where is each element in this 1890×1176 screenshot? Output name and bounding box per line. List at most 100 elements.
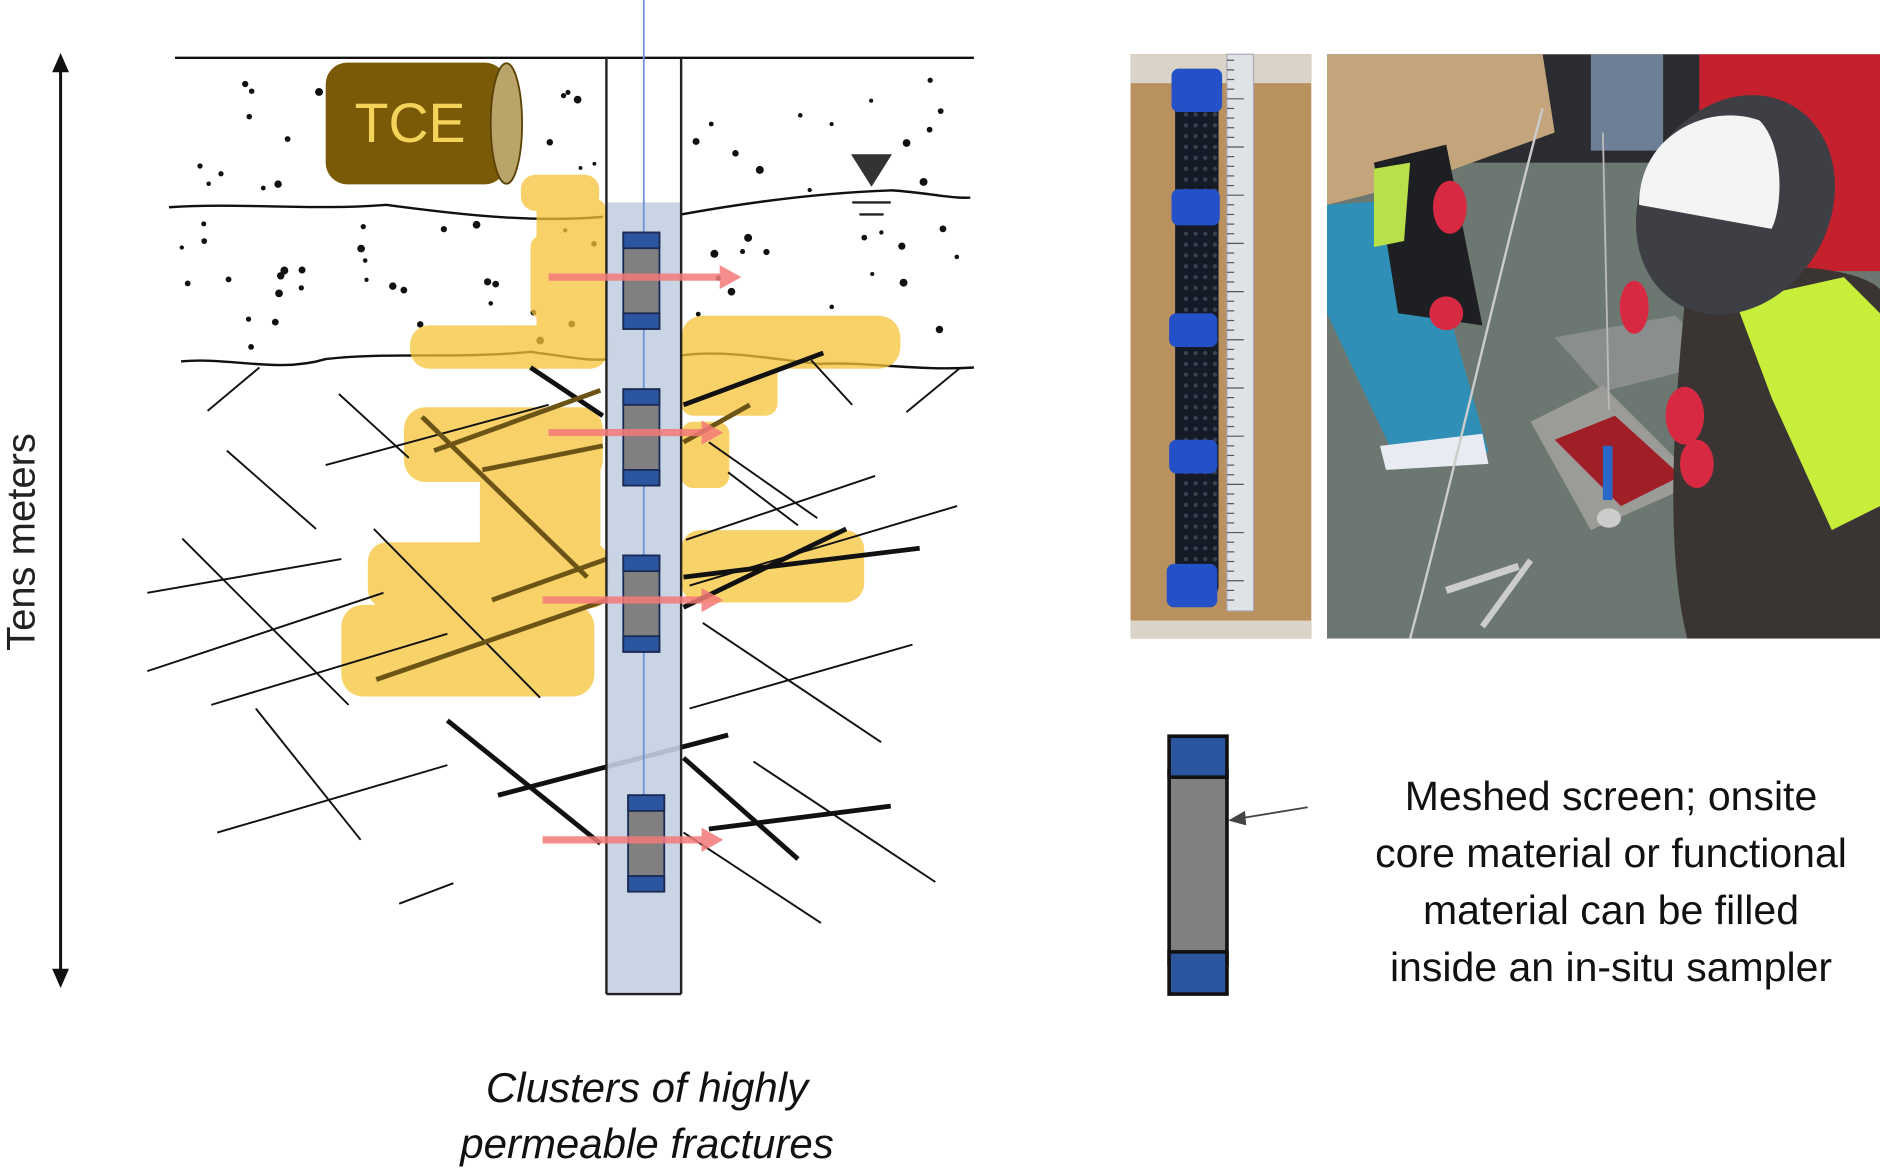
contaminated-fracture-line [491,556,608,603]
sediment-dot [870,271,875,277]
sediment-dot [364,277,369,282]
note-line: Meshed screen; onsite [1404,773,1818,819]
sediment-dot [275,289,283,298]
water-table-symbol [851,154,892,216]
sediment-dot [695,311,701,317]
sampler [622,388,661,487]
sampler-note: Meshed screen; onsite core material or f… [1375,768,1847,996]
fracture-line [147,591,384,673]
sediment-dot [246,113,253,120]
sediment-dot [692,137,700,145]
permeable-fracture-line [529,365,605,418]
sampler-bottom-cap [1167,950,1229,996]
sediment-dot [744,233,753,242]
sediment-dot [939,225,947,233]
depth-axis-label: Tens meters [0,433,44,651]
sediment-dot [710,249,719,258]
sediment-dot [927,77,933,83]
sediment-dot [829,122,834,127]
sediment-dot [879,230,884,235]
sediment-dot [740,249,746,255]
sediment-dot [869,98,874,103]
fracture-line [325,403,549,467]
fracture-line [685,475,876,541]
flow-arrow [542,588,724,613]
sediment-dot [274,180,282,188]
fracture-line [398,882,454,905]
sediment-dot [898,242,906,250]
sediment-dot [225,276,232,283]
fracture-line [181,537,350,706]
fracture-line [752,760,936,883]
fracture-line [210,632,448,706]
sediment-dot [248,88,255,94]
sediment-dot [206,181,211,187]
sediment-dot [546,139,554,146]
sediment-dot [926,126,933,133]
contaminated-fracture-line [375,597,608,682]
flow-arrow [542,827,724,852]
fracture-line [810,359,853,406]
tce-drum: TCE [325,62,523,185]
tce-label: TCE [355,92,466,154]
sediment-dot [201,238,208,244]
sediment-dot [298,285,304,291]
sediment-dot [483,278,492,286]
caption-line: permeable fractures [460,1120,834,1167]
sediment-dot [565,89,571,95]
sediment-dot [218,171,224,177]
note-line: core material or functional [1375,830,1847,876]
fracture-line [373,528,541,699]
contaminated-fracture-line [433,388,602,453]
flow-arrow [548,420,724,445]
sediment-dot [360,223,366,230]
sediment-dot [727,287,736,296]
permeable-fracture-line [708,803,892,832]
tape-measure [1226,59,1244,601]
sediment-dot [179,245,184,250]
sampler-detail-diagram [1167,734,1308,996]
permeable-fracture-line [683,545,920,580]
sediment-dot [732,150,739,157]
fracture-line [255,707,362,841]
sediment-dot [280,266,289,275]
note-line: inside an in-situ sampler [1389,944,1833,990]
groundwater-flow-arrows [542,265,742,852]
sampler-photo [1130,53,1312,639]
depth-arrow [52,53,70,989]
sediment-dot [829,304,835,310]
fracture-line [702,622,882,744]
fracture-line [226,449,317,530]
sediment-dot [440,226,448,233]
sediment-dot [357,244,365,253]
sediment-dot [389,282,397,290]
note-line: material can be filled [1422,887,1800,933]
sediment-dot [560,93,567,99]
sediment-dot [902,139,911,147]
sediment-dot [472,220,481,229]
fracture-line [708,441,818,519]
sediment-dot [260,185,266,191]
sediment-dot [315,87,324,96]
sediment-dot [935,325,944,334]
water-table-boundary [168,189,971,221]
caption-line: Clusters of highly [485,1064,809,1111]
sediment-dot [861,234,868,241]
fracture-line [206,366,261,412]
fracture-line [905,366,962,413]
sediment-dot [197,163,203,169]
field-installation-photo [1326,54,1881,639]
sediment-dot [492,280,500,288]
sampler-top-cap [1167,734,1229,779]
fracture-line [689,643,913,710]
flow-arrow [548,265,742,290]
sediment-dot [242,80,249,88]
sediment-dot [899,278,908,287]
sediment-dot [937,108,944,114]
fracture-caption: Clusters of highly permeable fractures [460,1060,834,1172]
sediment-dot [708,121,714,127]
contaminated-fracture-line [481,443,604,473]
sediment-dot [488,301,494,306]
sediment-dot [362,258,368,263]
